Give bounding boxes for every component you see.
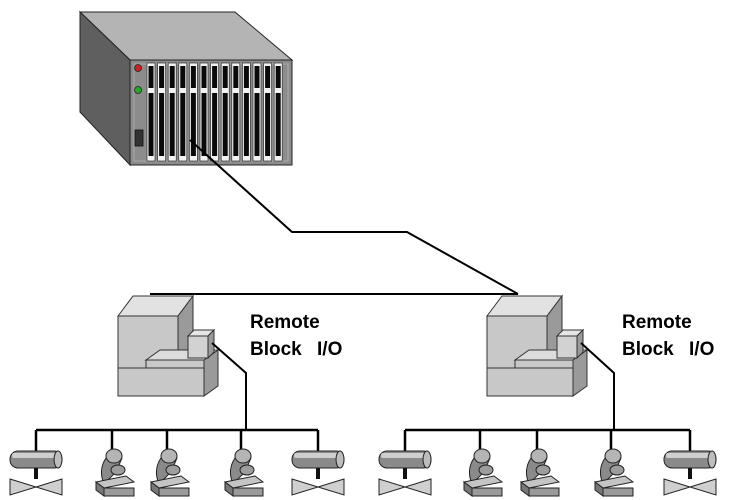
remote-io-label-2: Remote Block I/O [622,309,714,363]
io-card-slots [146,62,283,162]
sensor-icon [149,448,191,497]
network-cables [150,139,519,295]
drop-cable [580,342,615,430]
controller-cabinet [78,10,294,167]
io-card [231,62,241,162]
io-card [189,62,198,162]
controller-trunk-cable [189,139,519,295]
field-bus [9,342,345,497]
io-card [178,62,188,162]
sensor-icon [94,448,136,497]
status-led-green [134,86,142,94]
io-card [263,62,272,162]
valve-icon [291,450,345,496]
remote-io-label-1: Remote Block I/O [250,309,342,363]
remote-io-block [486,294,589,397]
remote-io-block [117,294,220,397]
valve-icon [378,450,432,496]
remote-io-label-line2: Block I/O [250,339,343,360]
io-card [157,62,166,162]
io-card [273,62,283,162]
remote-io-label-line1: Remote [250,312,320,333]
valve-icon [663,450,717,496]
status-led-red [134,64,142,72]
io-card [167,62,177,162]
remote-io-label-line1: Remote [622,312,692,333]
sensor-icon [593,448,635,497]
io-card [242,62,251,162]
io-card [199,62,209,162]
io-card [146,62,156,162]
drop-cable [211,342,247,430]
field-bus [378,342,717,497]
sensor-icon [519,448,561,497]
power-switch [134,129,144,147]
remote-io-label-line2: Block I/O [622,339,715,360]
valve-icon [9,450,63,496]
io-card [210,62,219,162]
io-card [252,62,262,162]
sensor-icon [223,448,265,497]
io-card [220,62,230,162]
sensor-icon [462,448,504,497]
